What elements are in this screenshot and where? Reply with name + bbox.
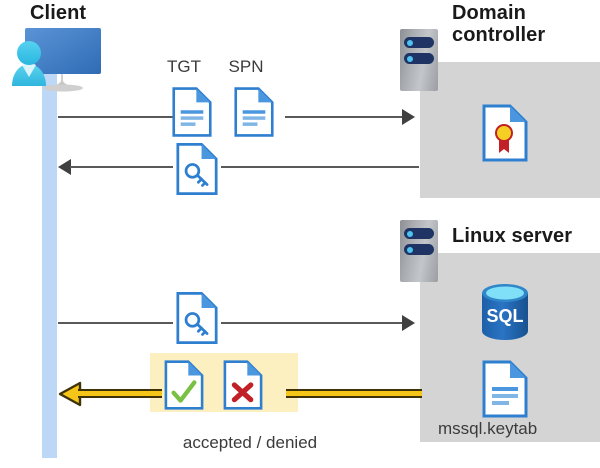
page-title-linux-server: Linux server (452, 225, 573, 247)
document-icon-tgt (172, 86, 212, 143)
flow-tgt-spn-line-right (285, 116, 402, 118)
flow-ticket-response-arrowhead (58, 159, 71, 175)
server-bay (404, 228, 434, 239)
flow-tgt-spn-line-left (58, 116, 173, 118)
document-icon-keytab (482, 360, 528, 423)
spn-label: SPN (228, 57, 264, 76)
flow-ticket-presented-arrowhead (402, 315, 415, 331)
document-x-icon-denied (222, 360, 264, 415)
document-icon-spn (234, 86, 274, 143)
certificate-document-icon (482, 104, 528, 167)
server-bay (404, 53, 434, 64)
flow-ticket-presented-line-right (221, 322, 402, 324)
page-title-domain-controller: Domain controller (452, 2, 546, 47)
page-title-client: Client (30, 2, 87, 24)
flow-ticket-response-line-left (70, 166, 173, 168)
keytab-filename-label: mssql.keytab (438, 419, 538, 438)
document-key-icon-ticket-response (176, 142, 218, 201)
flow-ticket-presented-line-left (58, 322, 173, 324)
server-rack-icon-linux (400, 220, 438, 282)
document-check-icon-accepted (163, 360, 205, 415)
client-workstation-icon (4, 24, 114, 96)
sql-label: SQL (486, 306, 523, 326)
tgt-label: TGT (167, 57, 201, 76)
server-bay (404, 244, 434, 255)
flow-tgt-spn-arrowhead (402, 109, 415, 125)
flow-ticket-response-line-right (221, 166, 419, 168)
server-bay (404, 37, 434, 48)
document-key-icon-ticket-presented (176, 291, 218, 350)
sql-database-icon: SQL (477, 282, 533, 347)
auth-result-caption: accepted / denied (182, 433, 318, 452)
server-rack-icon-domain-controller (400, 29, 438, 91)
client-lifeline (42, 66, 57, 458)
flow-auth-result-line-right (286, 389, 422, 398)
flow-auth-result-line-left (78, 389, 162, 398)
